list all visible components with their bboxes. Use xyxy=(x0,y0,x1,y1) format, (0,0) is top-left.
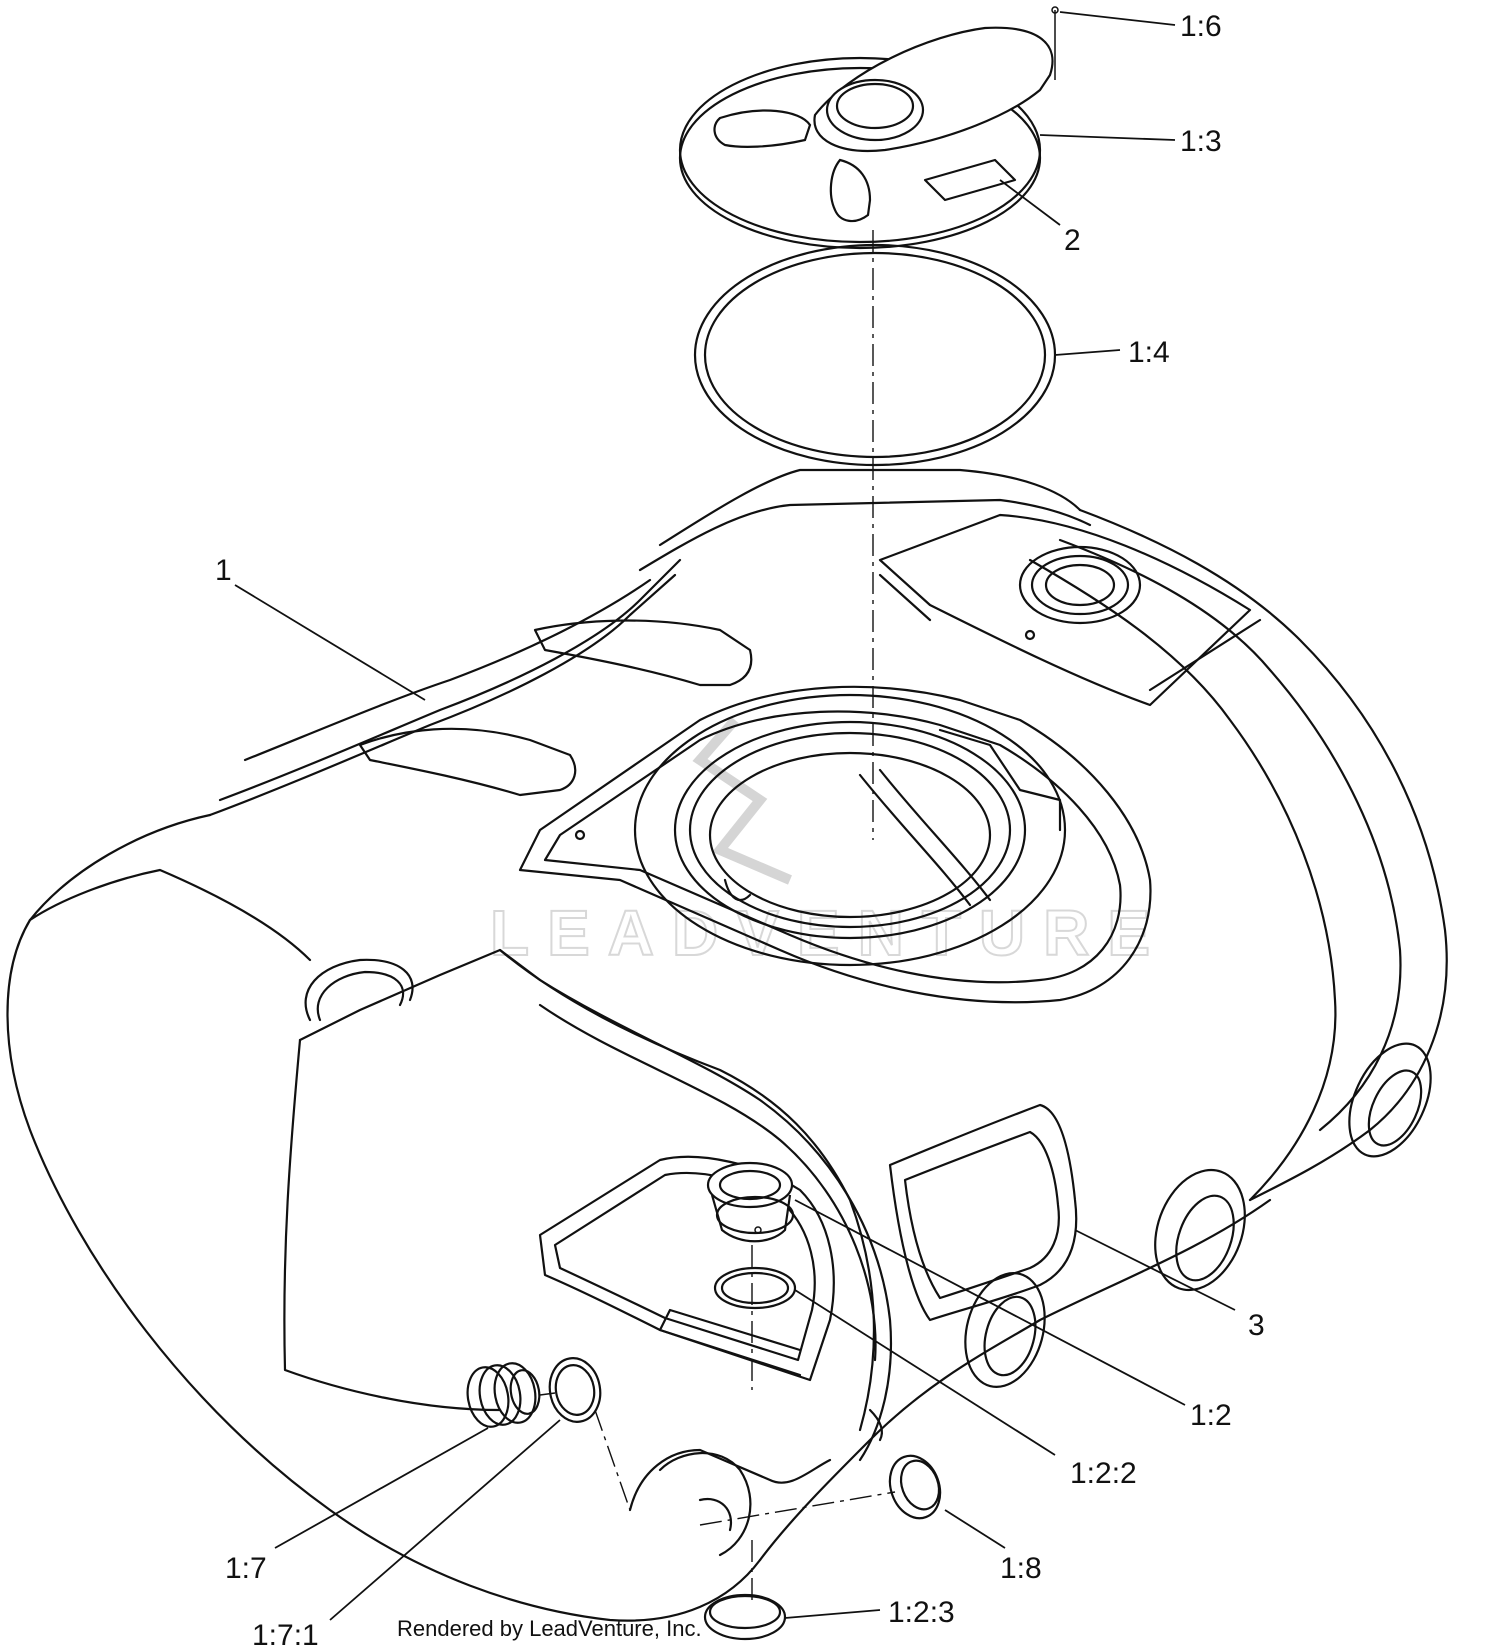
callout-1-7: 1:7 xyxy=(225,1552,267,1585)
tank-cap xyxy=(678,6,1059,250)
leader-lines xyxy=(234,11,1236,1621)
seal-1-7-1 xyxy=(548,1357,602,1423)
callout-1-6: 1:6 xyxy=(1180,10,1222,43)
watermark-logo: LEADVENTURE xyxy=(489,716,1168,970)
callout-1-7-1: 1:7:1 xyxy=(252,1619,319,1651)
fitting-1-2 xyxy=(706,1161,795,1243)
cap-gasket xyxy=(693,243,1057,467)
callout-1-3: 1:3 xyxy=(1180,125,1222,158)
callout-1: 1 xyxy=(215,554,232,587)
callout-1-2: 1:2 xyxy=(1190,1399,1232,1432)
callout-1-4: 1:4 xyxy=(1128,336,1170,369)
callout-2: 2 xyxy=(1064,224,1081,257)
callout-1-2-3: 1:2:3 xyxy=(888,1596,955,1629)
seal-1-8 xyxy=(888,1454,942,1520)
render-credit: Rendered by LeadVenture, Inc. xyxy=(397,1616,702,1641)
seal-1-2-2 xyxy=(713,1266,797,1310)
callout-labels: 1:6 1:3 2 1:4 1 3 1:2 1:2:2 1:7 1:7:1 1:… xyxy=(215,10,1265,1651)
seal-1-2-3 xyxy=(703,1593,787,1641)
callout-3: 3 xyxy=(1248,1309,1265,1342)
watermark-text: LEADVENTURE xyxy=(490,897,1168,969)
center-lines xyxy=(539,230,896,1600)
callout-1-8: 1:8 xyxy=(1000,1552,1042,1585)
callout-1-2-2: 1:2:2 xyxy=(1070,1457,1137,1490)
tank-body xyxy=(6,468,1448,1622)
fitting-1-7 xyxy=(466,1362,541,1428)
